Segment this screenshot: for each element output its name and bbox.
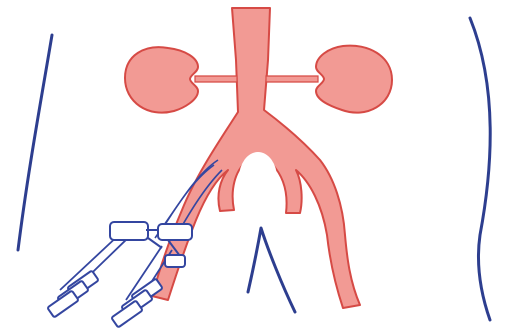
right-torso-outline xyxy=(470,18,490,320)
connector-stack-right xyxy=(111,278,162,327)
right-kidney xyxy=(316,46,392,113)
right-renal-artery xyxy=(266,76,318,82)
left-kidney xyxy=(125,47,198,112)
hub-collar xyxy=(165,255,185,267)
hub-plate-right xyxy=(158,224,192,240)
left-torso-outline xyxy=(18,35,52,250)
left-renal-artery xyxy=(195,76,237,82)
aortic-bifurcation-gap xyxy=(239,152,277,204)
hub-plate-left xyxy=(110,222,148,240)
inner-leg-outline xyxy=(248,228,295,312)
